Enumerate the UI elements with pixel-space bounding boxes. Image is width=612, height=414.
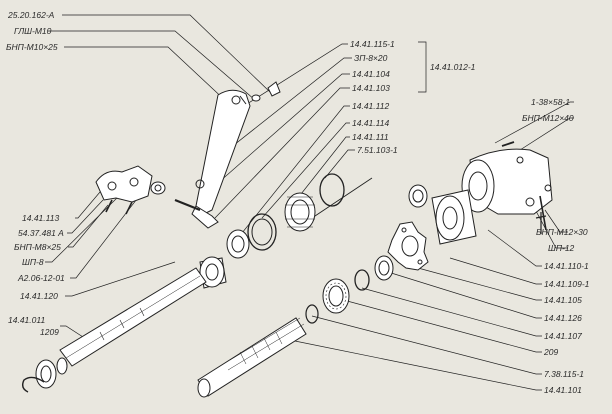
label-209: 209 (544, 347, 559, 357)
label-1209: 1209 (40, 327, 59, 337)
fork-bracket (95, 165, 166, 215)
label-14-41-113: 14.41.113 (22, 213, 60, 223)
snap-ring-mid (305, 304, 319, 324)
label-shp-12: ШП-12 (548, 243, 575, 253)
label-bnp-m12x40: БНП-М12×40 (522, 113, 574, 123)
label-14-41-112: 14.41.112 (352, 101, 390, 111)
output-shaft (197, 317, 307, 398)
label-1-38x58: 1-38×58-1 (531, 97, 570, 107)
label-zp-8x20: ЗП-8×20 (354, 53, 388, 63)
oil-seal (408, 184, 428, 208)
label-14-41-110: 14.41.110-1 (544, 261, 589, 271)
washer-bolt (535, 212, 547, 234)
label-bnp-m12x30: БНП-М12×30 (536, 227, 588, 237)
label-bnp-m10: БНП-М10×25 (6, 42, 58, 52)
label-14-41-011: 14.41.011 (8, 315, 46, 325)
star-flange (387, 221, 429, 271)
label-7-38-115: 7.38.115-1 (544, 369, 585, 379)
label-14-41-115: 14.41.115-1 (350, 39, 395, 49)
lever-arm (174, 89, 251, 229)
bolt-m12x40 (501, 141, 515, 147)
label-7-51-103: 7.51.103-1 (357, 145, 398, 155)
snap-ring-left (21, 376, 45, 393)
label-a2-06-12: А2.06-12-01 (18, 273, 65, 283)
label-14-41-101: 14.41.101 (544, 385, 582, 395)
label-glsh-m10: ГЛШ-М10 (14, 26, 52, 36)
flange-hub (431, 189, 477, 245)
label-14-41-103: 14.41.103 (352, 83, 390, 93)
input-shaft (59, 267, 207, 367)
label-14-41-120: 14.41.120 (20, 291, 58, 301)
label-54-37-481: 54.37.481 А (18, 228, 64, 238)
label-bnp-m8x25: БНП-М8×25 (14, 242, 61, 252)
label-14-41-109: 14.41.109-1 (544, 279, 590, 289)
synchronizer-gear (284, 173, 345, 232)
bearing-1209 (35, 357, 68, 389)
label-shp-8: ШП-8 (22, 257, 44, 267)
label-14-41-114: 14.41.114 (352, 118, 390, 128)
label-14-41-105: 14.41.105 (544, 295, 582, 305)
small-bearing (354, 255, 394, 291)
clutch-collar (226, 213, 277, 259)
label-14-41-126: 14.41.126 (544, 313, 582, 323)
label-25-20-162: 25.20.162-А (8, 10, 55, 20)
label-14-41-012: 14.41.012-1 (430, 62, 476, 72)
bearing-209 (322, 278, 350, 314)
label-14-41-107: 14.41.107 (544, 331, 582, 341)
cotter-pin (251, 81, 281, 102)
spline-hub (199, 256, 227, 289)
label-14-41-104: 14.41.104 (352, 69, 390, 79)
label-14-41-111: 14.41.111 (352, 132, 389, 142)
